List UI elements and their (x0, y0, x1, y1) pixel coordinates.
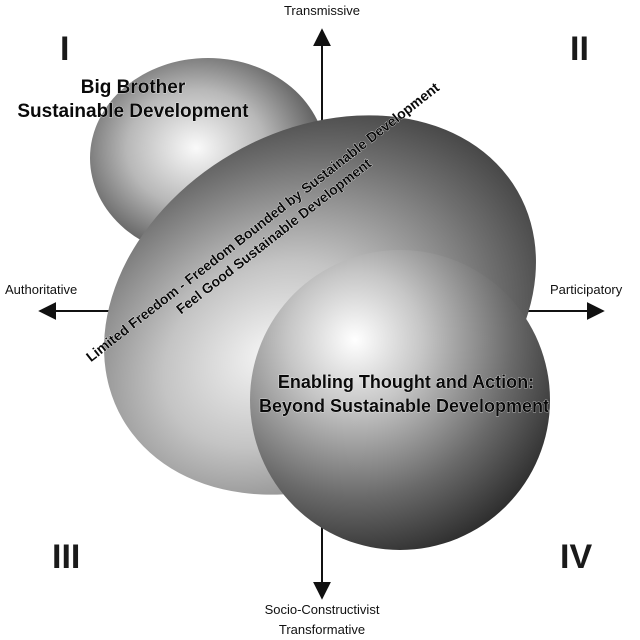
quadrant-label-3: III (52, 538, 80, 576)
enabling-title-line1: Enabling Thought and Action: (278, 372, 534, 392)
spheres (90, 58, 550, 550)
quadrant-label-2: II (570, 30, 589, 68)
axis-label-right: Participatory (550, 282, 623, 297)
enabling-title-line2: Beyond Sustainable Development (259, 396, 549, 416)
axis-label-top: Transmissive (284, 3, 360, 18)
big-brother-title-line2: Sustainable Development (17, 101, 249, 122)
big-brother-title-line1: Big Brother (81, 77, 186, 98)
axis-label-left: Authoritative (5, 282, 77, 297)
enabling-sphere (250, 250, 550, 550)
axis-label-bottom-line1: Socio-Constructivist (265, 602, 380, 617)
quadrant-label-1: I (60, 30, 69, 68)
axis-label-bottom-line2: Transformative (279, 622, 365, 637)
quadrant-label-4: IV (560, 538, 592, 576)
